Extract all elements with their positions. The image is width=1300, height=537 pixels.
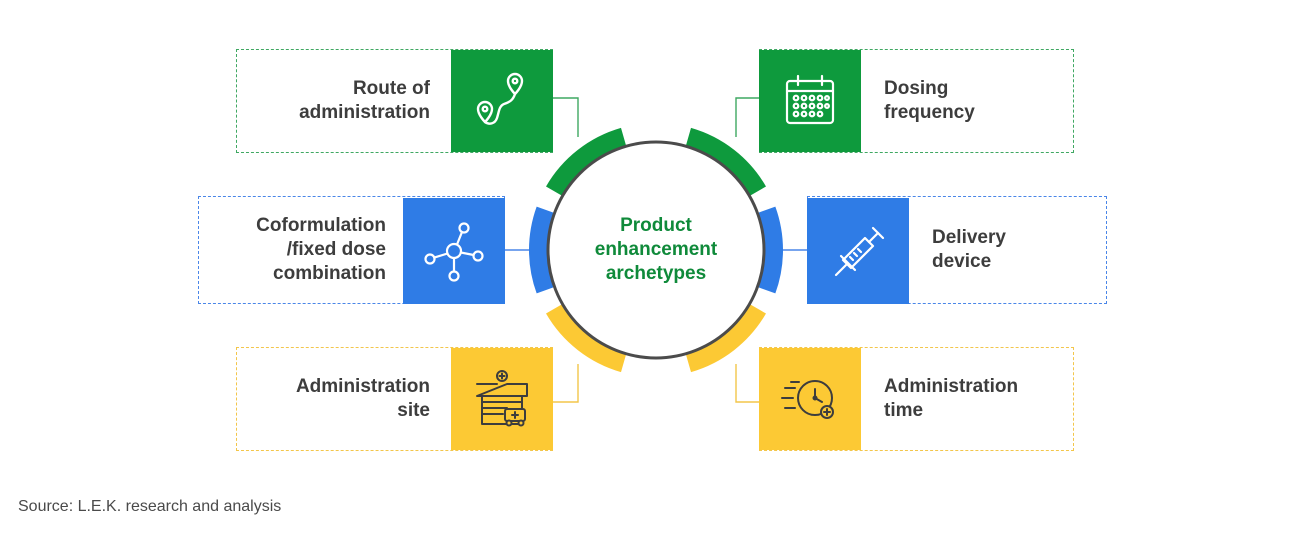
arc-dosing	[685, 127, 766, 197]
clock-plus-icon	[781, 380, 834, 419]
iconbox-time	[759, 348, 861, 450]
connector-time	[735, 364, 759, 403]
label-route-of-administration: Route of administration	[299, 78, 430, 123]
connector-site	[553, 364, 579, 403]
iconbox-coformulation	[403, 198, 505, 304]
route-map-pin-icon	[476, 72, 524, 125]
label-administration-time: Administration time	[884, 376, 1019, 421]
iconbox-delivery	[807, 198, 909, 304]
syringe-icon	[834, 226, 885, 277]
calendar-icon	[785, 74, 835, 125]
arc-coformulation	[529, 206, 556, 294]
connector-route	[553, 97, 579, 137]
hospital-ambulance-icon	[476, 370, 528, 427]
iconbox-route	[451, 50, 553, 152]
iconbox-site	[451, 348, 553, 450]
molecule-icon	[424, 222, 484, 282]
arc-delivery	[756, 206, 783, 294]
label-administration-site: Administration site	[295, 376, 430, 421]
arc-site	[546, 303, 627, 373]
connector-dosing	[735, 97, 759, 137]
arc-route	[546, 127, 627, 197]
arc-time	[685, 303, 766, 373]
label-delivery-device: Delivery device	[932, 227, 1006, 272]
label-dosing-frequency: Dosing frequency	[884, 78, 975, 123]
source-note: Source: L.E.K. research and analysis	[18, 498, 282, 515]
center-title: Product enhancement archetypes	[594, 215, 718, 284]
label-coformulation: Coformulation /fixed dose combination	[256, 215, 386, 284]
iconbox-dosing	[759, 50, 861, 152]
